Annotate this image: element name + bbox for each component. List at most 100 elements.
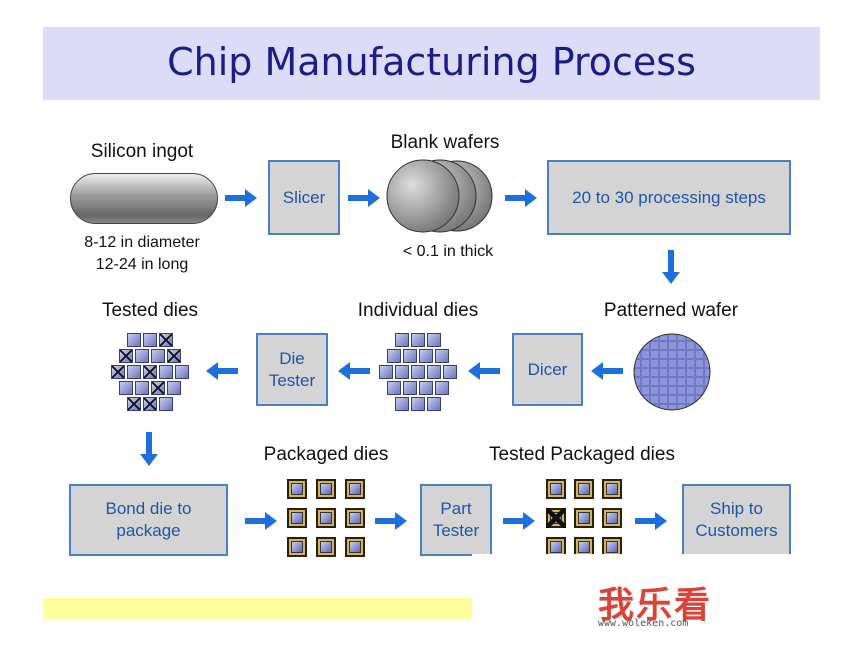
- watermark-logo: 我乐看: [598, 584, 713, 625]
- ingot-diameter: 8-12 in diameter: [84, 234, 200, 251]
- bond-line1: Bond die to: [105, 499, 192, 518]
- arrow-icon: [348, 189, 380, 207]
- label-tested-dies: Tested dies: [101, 300, 199, 321]
- patterned-wafer-icon: [633, 333, 711, 411]
- die-row: [127, 333, 173, 347]
- ship-box: Ship to Customers: [682, 484, 791, 556]
- arrow-icon: [375, 512, 407, 530]
- die-tester-line2: Tester: [268, 370, 316, 390]
- silicon-ingot-shape: [70, 173, 218, 224]
- package: [574, 479, 594, 499]
- die-row: [119, 381, 181, 395]
- individual-dies-grid: [378, 333, 458, 411]
- failed-die: [127, 397, 141, 411]
- part-tester-box: Part Tester: [420, 484, 492, 556]
- failed-die: [111, 365, 125, 379]
- bond-line2: package: [116, 521, 181, 540]
- arrow-icon: [591, 362, 623, 380]
- failed-die: [143, 365, 157, 379]
- die: [427, 397, 441, 411]
- die: [387, 381, 401, 395]
- die: [135, 381, 149, 395]
- dicer-box: Dicer: [512, 333, 583, 406]
- die: [435, 349, 449, 363]
- die: [419, 349, 433, 363]
- die: [419, 381, 433, 395]
- die-row: [111, 365, 189, 379]
- ship-line2: Customers: [695, 521, 778, 540]
- die: [427, 365, 441, 379]
- die: [395, 365, 409, 379]
- die-row: [379, 365, 457, 379]
- label-blank-wafers: Blank wafers: [390, 132, 500, 153]
- package: [546, 537, 566, 557]
- label-tested-packaged-dies: Tested Packaged dies: [489, 444, 675, 465]
- die: [411, 365, 425, 379]
- package: [316, 479, 336, 499]
- arrow-icon: [225, 189, 257, 207]
- label-silicon-ingot: Silicon ingot: [90, 141, 194, 162]
- blank-wafers-icon: [386, 159, 493, 233]
- yellow-band: [43, 598, 472, 620]
- packaged-dies-grid: [287, 479, 365, 557]
- bond-die-box: Bond die to package: [69, 484, 228, 556]
- arrow-icon: [206, 362, 238, 380]
- ship-line1: Ship to: [710, 499, 763, 518]
- die-row: [119, 349, 181, 363]
- failed-die: [159, 333, 173, 347]
- die: [151, 349, 165, 363]
- package: [574, 508, 594, 528]
- cutout: [472, 554, 864, 584]
- failed-package: [546, 508, 566, 528]
- failed-die: [143, 397, 157, 411]
- failed-die: [119, 349, 133, 363]
- label-patterned-wafer: Patterned wafer: [603, 300, 739, 321]
- die: [427, 333, 441, 347]
- die-row: [127, 397, 173, 411]
- failed-die: [167, 349, 181, 363]
- package: [345, 537, 365, 557]
- arrow-icon: [338, 362, 370, 380]
- label-individual-dies: Individual dies: [357, 300, 479, 321]
- watermark-url: www.woleken.com: [598, 618, 689, 629]
- arrow-icon: [245, 512, 277, 530]
- die: [411, 397, 425, 411]
- die: [403, 349, 417, 363]
- die: [135, 349, 149, 363]
- processing-steps-box: 20 to 30 processing steps: [547, 160, 791, 235]
- die: [167, 381, 181, 395]
- package: [316, 508, 336, 528]
- die: [127, 333, 141, 347]
- package: [345, 508, 365, 528]
- slicer-box: Slicer: [268, 160, 340, 235]
- package: [287, 508, 307, 528]
- die: [119, 381, 133, 395]
- arrow-icon: [662, 250, 680, 284]
- die-tester-box: Die Tester: [256, 333, 328, 406]
- die: [395, 333, 409, 347]
- package: [546, 479, 566, 499]
- package: [287, 537, 307, 557]
- title-bar: [43, 27, 820, 100]
- ingot-length: 12-24 in long: [95, 256, 189, 273]
- tested-dies-grid: [110, 333, 190, 411]
- die: [379, 365, 393, 379]
- part-tester-line1: Part: [440, 499, 472, 518]
- package: [345, 479, 365, 499]
- arrow-icon: [468, 362, 500, 380]
- die: [443, 365, 457, 379]
- die: [411, 333, 425, 347]
- die: [175, 365, 189, 379]
- die: [159, 397, 173, 411]
- package: [316, 537, 336, 557]
- die-row: [395, 397, 441, 411]
- part-tester-line2: Tester: [432, 521, 480, 540]
- die: [127, 365, 141, 379]
- die: [403, 381, 417, 395]
- page-title: Chip Manufacturing Process: [167, 40, 696, 84]
- die-row: [387, 381, 449, 395]
- arrow-icon: [140, 432, 158, 466]
- die-tester-line1: Die: [279, 348, 305, 368]
- die-row: [395, 333, 441, 347]
